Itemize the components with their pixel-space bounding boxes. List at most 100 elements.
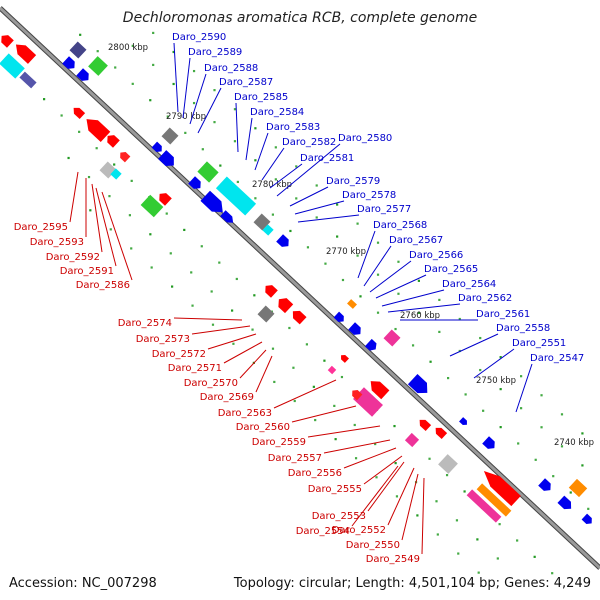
gene-block — [466, 489, 502, 523]
forward-leader-line — [235, 102, 239, 153]
track-dot — [172, 82, 175, 86]
forward-gene-label: Daro_2582 — [282, 137, 336, 148]
track-dot — [376, 241, 380, 244]
forward-leader-line — [189, 73, 207, 125]
forward-gene-label: Daro_2551 — [512, 338, 566, 349]
track-dot — [540, 426, 543, 429]
reverse-gene-label: Daro_2586 — [76, 280, 130, 291]
reverse-leader-line — [273, 379, 337, 409]
track-dot — [78, 130, 81, 133]
track-dot — [376, 273, 380, 276]
reverse-gene-label: Daro_2574 — [118, 318, 172, 329]
track-dot — [95, 147, 98, 150]
reverse-leader-line — [401, 473, 419, 541]
gene-block — [262, 224, 274, 236]
track-dot — [520, 375, 523, 378]
track-dot — [192, 101, 196, 105]
track-dot — [289, 229, 292, 233]
reverse-gene-label: Daro_2553 — [312, 511, 366, 522]
gene-block — [476, 483, 512, 517]
gene-arrow — [333, 311, 344, 322]
track-dot — [463, 490, 466, 493]
track-dot — [376, 311, 380, 314]
track-dot — [428, 457, 431, 460]
gene-arrow — [341, 354, 349, 363]
track-dot — [210, 290, 213, 293]
track-dot — [534, 458, 537, 461]
forward-leader-line — [363, 245, 392, 287]
track-dot — [235, 277, 238, 281]
reverse-leader-line — [351, 465, 399, 527]
track-dot — [560, 445, 564, 448]
track-dot — [517, 442, 520, 445]
reverse-leader-line — [95, 187, 117, 267]
reverse-gene-label: Daro_2557 — [268, 453, 322, 464]
forward-gene-label: Daro_2558 — [496, 323, 550, 334]
track-dot — [131, 82, 134, 85]
track-dot — [43, 98, 46, 101]
track-dot — [253, 294, 256, 297]
track-dot — [192, 69, 196, 73]
reverse-gene-label: Daro_2569 — [200, 392, 254, 403]
track-dot — [96, 50, 99, 53]
track-dot — [314, 418, 317, 422]
forward-gene-label: Daro_2547 — [530, 353, 584, 364]
forward-gene-label: Daro_2564 — [442, 279, 496, 290]
kbp-tick-label: 2760 kbp — [400, 311, 440, 321]
track-dot — [417, 311, 420, 314]
reverse-gene-label: Daro_2593 — [30, 237, 84, 248]
gene-arrow — [151, 141, 162, 152]
track-dot — [152, 31, 155, 35]
kbp-tick-label: 2790 kbp — [166, 112, 206, 122]
reverse-leader-line — [255, 355, 273, 393]
track-dot — [324, 262, 327, 265]
track-dot — [171, 285, 174, 288]
track-dot — [312, 385, 315, 388]
gene-arrow — [352, 390, 363, 401]
forward-gene-label: Daro_2577 — [357, 204, 411, 215]
gene-arrow — [15, 44, 37, 64]
gene-block — [88, 56, 108, 76]
forward-leader-line — [449, 333, 499, 357]
gene-block — [383, 329, 401, 347]
gene-arrow — [364, 338, 377, 351]
track-dot — [211, 323, 215, 326]
track-dot — [130, 247, 133, 250]
forward-leader-line — [269, 163, 303, 189]
track-dot — [581, 432, 584, 435]
gene-arrow — [120, 152, 131, 163]
forward-leader-line — [375, 274, 427, 299]
track-dot — [336, 235, 339, 238]
gene-arrow — [407, 374, 428, 394]
forward-gene-label: Daro_2567 — [389, 235, 443, 246]
gene-arrow — [459, 417, 467, 426]
track-dot — [166, 115, 169, 118]
reverse-gene-label: Daro_2552 — [332, 525, 386, 536]
track-dot — [149, 233, 152, 236]
track-dot — [233, 140, 237, 143]
track-dot — [569, 491, 572, 494]
forward-leader-line — [369, 260, 412, 293]
reverse-gene-label: Daro_2549 — [366, 554, 420, 565]
forward-gene-label: Daro_2561 — [476, 309, 530, 320]
track-dot — [190, 271, 193, 274]
gene-arrow — [482, 436, 495, 449]
forward-leader-line — [182, 57, 191, 119]
forward-leader-line — [197, 87, 222, 134]
gene-arrow — [348, 322, 361, 335]
gene-block — [197, 161, 219, 183]
map-title: Dechloromonas aromatica RCB, complete ge… — [123, 10, 477, 26]
track-dot — [429, 360, 432, 363]
track-dot — [233, 108, 237, 111]
forward-gene-label: Daro_2565 — [424, 264, 478, 275]
gene-arrow — [265, 285, 278, 298]
reverse-gene-label: Daro_2592 — [46, 252, 100, 263]
kbp-tick-label: 2750 kbp — [476, 376, 516, 386]
forward-gene-label: Daro_2581 — [300, 153, 354, 164]
forward-gene-label: Daro_2568 — [373, 220, 427, 231]
track-dot — [130, 179, 133, 182]
track-dot — [295, 197, 298, 200]
gene-arrow — [370, 381, 390, 400]
track-dot — [560, 413, 564, 416]
track-dot — [447, 376, 450, 380]
